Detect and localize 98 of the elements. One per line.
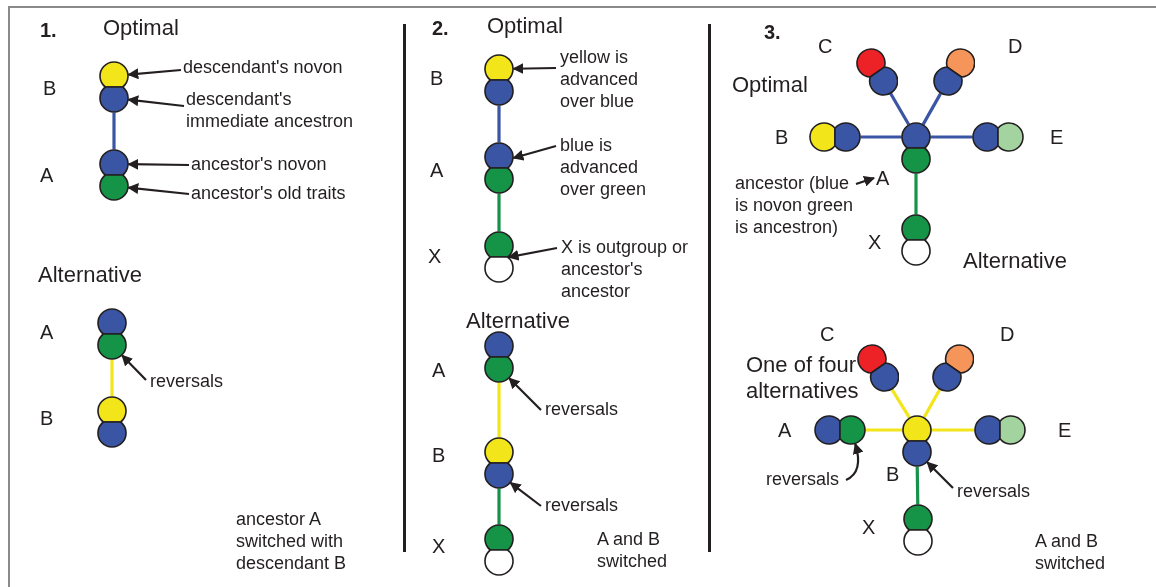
taxon-letter: A: [876, 166, 890, 190]
branch-line: [922, 388, 941, 419]
taxon-letter: B: [430, 66, 444, 90]
split-circle-pair: [901, 214, 931, 266]
branch-line: [860, 135, 902, 139]
taxon-letter: C: [820, 322, 835, 346]
taxon-letter: B: [432, 443, 446, 467]
arrow: [127, 183, 190, 196]
split-circle-pair: [484, 524, 514, 576]
panel-heading: Alternative: [38, 262, 142, 288]
panel-heading: Alternative: [963, 248, 1067, 274]
note-text: A and B switched: [1035, 530, 1107, 574]
taxon-letter: A: [432, 358, 446, 382]
split-circle-pair: [814, 415, 866, 445]
branch-line: [497, 488, 501, 525]
branch-line: [497, 193, 501, 232]
taxon-letter: A: [778, 418, 792, 442]
split-circle-pair: [856, 344, 900, 392]
panel-heading: Optimal: [103, 15, 179, 41]
split-circle-pair: [901, 122, 931, 174]
panel-heading: Alternative: [466, 308, 570, 334]
panel-number: 2.: [432, 16, 449, 40]
annotation-text: X is outgroup or ancestor's ancestor: [561, 236, 691, 302]
branch-line: [890, 388, 911, 419]
taxon-letter: B: [40, 406, 54, 430]
arrow: [845, 442, 864, 481]
split-circle-pair: [972, 122, 1024, 152]
annotation-text: descendant's immediate ancestron: [186, 88, 366, 132]
arrow: [512, 63, 556, 75]
taxon-letter: B: [886, 462, 900, 486]
split-circle-pair: [931, 344, 975, 392]
taxon-letter: X: [868, 230, 882, 254]
split-circle-pair: [484, 142, 514, 194]
annotation-text: descendant's novon: [183, 56, 343, 78]
annotation-text: reversals: [545, 494, 619, 516]
branch-line: [110, 359, 114, 397]
arrow: [127, 68, 182, 80]
taxon-letter: E: [1058, 418, 1072, 442]
split-circle-pair: [99, 61, 129, 113]
split-circle-pair: [97, 308, 127, 360]
branch-line: [930, 135, 973, 139]
arrow: [855, 175, 876, 187]
taxon-letter: D: [1008, 34, 1023, 58]
taxon-letter: D: [1000, 322, 1015, 346]
taxon-letter: X: [862, 515, 876, 539]
annotation-text: reversals: [766, 468, 840, 490]
split-circle-pair: [903, 504, 933, 556]
annotation-text: ancestor's old traits: [191, 182, 346, 204]
taxon-letter: A: [430, 158, 444, 182]
annotation-text: reversals: [957, 480, 1031, 502]
split-circle-pair: [932, 48, 976, 96]
arrow: [127, 95, 185, 108]
branch-line: [865, 428, 903, 432]
branch-line: [915, 466, 920, 505]
taxon-letter: C: [818, 34, 833, 58]
split-circle-pair: [484, 231, 514, 283]
arrow: [127, 158, 189, 170]
branch-line: [497, 105, 501, 143]
split-circle-pair: [809, 122, 861, 152]
panel-number: 1.: [40, 18, 57, 42]
split-circle-pair: [855, 48, 899, 96]
annotation-text: ancestor (blue is novon green is ancestron): [735, 172, 855, 238]
annotation-text: reversals: [545, 398, 619, 420]
split-circle-pair: [902, 415, 932, 467]
taxon-letter: E: [1050, 125, 1064, 149]
branch-line: [497, 382, 501, 438]
split-circle-pair: [484, 54, 514, 106]
panel-number: 3.: [764, 20, 781, 44]
note-text: ancestor A switched with descendant B: [236, 508, 348, 574]
arrow: [512, 144, 557, 161]
arrow: [509, 481, 542, 507]
taxon-letter: X: [428, 244, 442, 268]
annotation-text: blue is advanced over green: [560, 134, 670, 200]
split-circle-pair: [484, 331, 514, 383]
taxon-letter: B: [775, 125, 789, 149]
arrow: [121, 354, 147, 381]
split-circle-pair: [99, 149, 129, 201]
annotation-text: reversals: [150, 370, 224, 392]
panel-heading: One of four alternatives: [746, 352, 860, 404]
annotation-text: ancestor's novon: [191, 153, 327, 175]
branch-line: [931, 428, 975, 432]
branch-line: [112, 112, 116, 150]
arrow: [508, 377, 542, 411]
taxon-letter: B: [43, 76, 57, 100]
branch-line: [889, 92, 911, 126]
taxon-letter: A: [40, 163, 54, 187]
panel-heading: Optimal: [732, 72, 808, 98]
note-text: A and B switched: [597, 528, 669, 572]
split-circle-pair: [97, 396, 127, 448]
branch-line: [914, 173, 918, 215]
arrow: [926, 461, 954, 489]
branch-line: [921, 92, 942, 126]
split-circle-pair: [974, 415, 1026, 445]
panel-heading: Optimal: [487, 13, 563, 39]
split-circle-pair: [484, 437, 514, 489]
taxon-letter: X: [432, 534, 446, 558]
taxon-letter: A: [40, 320, 54, 344]
annotation-text: yellow is advanced over blue: [560, 46, 660, 112]
